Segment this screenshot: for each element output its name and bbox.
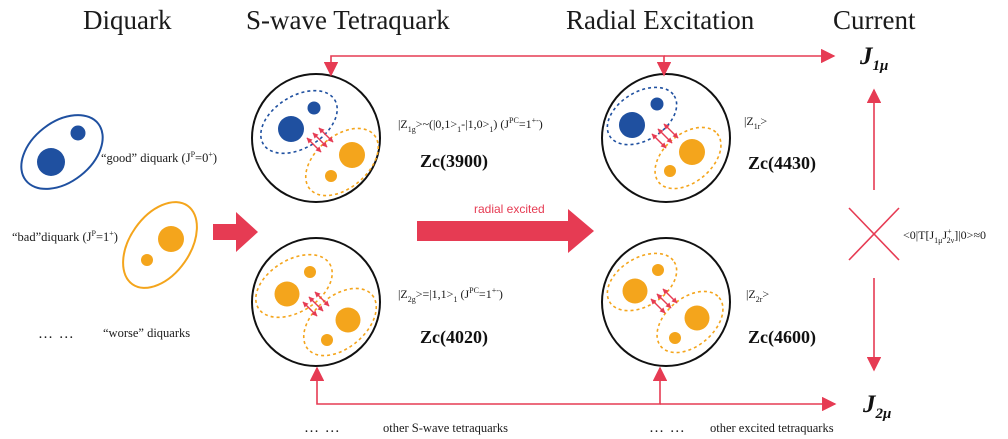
tetraquark-z1r xyxy=(601,73,731,203)
state-z1g-name: Zc(3900) xyxy=(420,151,488,172)
other-excited-dots: … … xyxy=(649,420,686,436)
state-z2g-ket: |Z2g>=|1,1>1 (JPC=1+-) xyxy=(398,286,503,304)
top-connector xyxy=(323,48,836,77)
state-z1g-ket: |Z1g>~(|0,1>1-|1,0>1) (JPC=1+-) xyxy=(398,116,543,134)
header-current: Current xyxy=(833,5,916,35)
state-z2r-name: Zc(4600) xyxy=(748,327,816,348)
worse-diquarks-label: “worse” diquarks xyxy=(103,326,190,340)
tetraquark-z1g xyxy=(251,73,381,203)
current-j1: J1μ xyxy=(859,43,888,74)
worse-diquarks-dots: … … xyxy=(38,326,75,342)
state-z2r-ket: |Z2r> xyxy=(746,287,769,304)
state-z1r-name: Zc(4430) xyxy=(748,153,816,174)
state-z2g-name: Zc(4020) xyxy=(420,327,488,348)
other-excited-label: other excited tetraquarks xyxy=(710,421,834,435)
bad-diquark-label: “bad”diquark (JP=1+) xyxy=(12,229,118,244)
tetraquark-z2g xyxy=(251,237,381,367)
formation-arrow xyxy=(213,212,258,252)
tetraquark-z2r xyxy=(601,237,731,367)
radial-excited-label: radial excited xyxy=(474,202,545,216)
bad-diquark xyxy=(122,201,198,289)
correlator-expression: <0|T[J1μJ+2ν]|0>≈0 xyxy=(903,227,986,245)
radial-excited-arrow xyxy=(417,209,594,253)
state-z1r-ket: |Z1r> xyxy=(744,114,767,131)
other-swave-label: other S-wave tetraquarks xyxy=(383,421,508,435)
header-swave-tetraquark: S-wave Tetraquark xyxy=(246,5,450,35)
header-diquark: Diquark xyxy=(83,5,172,35)
other-swave-dots: … … xyxy=(304,420,341,436)
current-j2: J2μ xyxy=(862,391,891,422)
bottom-connector xyxy=(309,366,837,412)
zero-correlator-cross xyxy=(848,207,900,261)
good-diquark-label: “good” diquark (JP=0+) xyxy=(101,150,217,165)
header-radial-excitation: Radial Excitation xyxy=(566,5,755,35)
good-diquark xyxy=(20,114,104,190)
